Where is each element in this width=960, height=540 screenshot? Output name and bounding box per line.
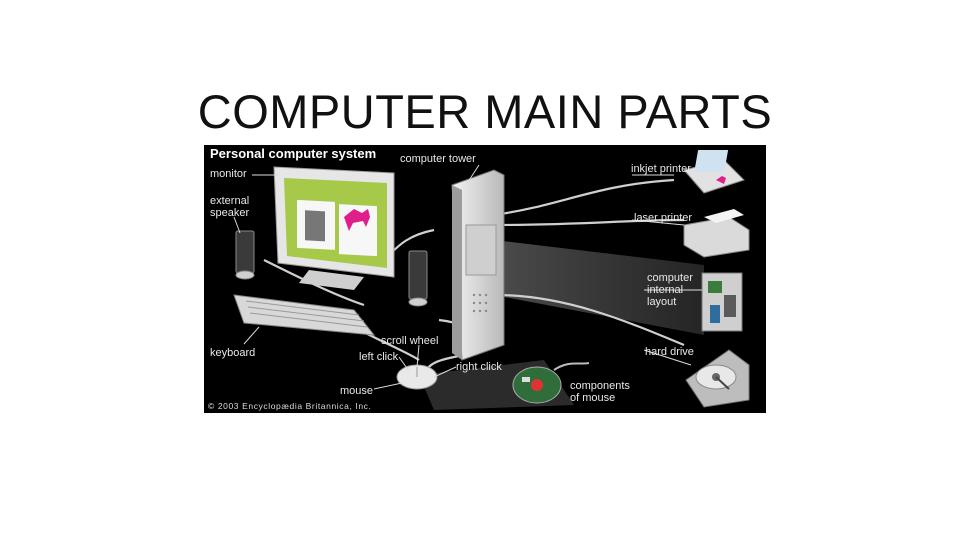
label-computer-internal-layout: computer internal layout bbox=[647, 272, 693, 308]
speakers-graphic bbox=[235, 230, 428, 307]
figure-heading: Personal computer system bbox=[210, 146, 377, 161]
inkjet-printer-graphic bbox=[683, 150, 745, 194]
label-hard-drive: hard drive bbox=[645, 346, 694, 358]
label-left-click: left click bbox=[359, 351, 399, 363]
beam-internal bbox=[494, 240, 704, 335]
label-laser-printer: laser printer bbox=[634, 212, 693, 224]
label-external-speaker: external speaker bbox=[210, 195, 250, 219]
mouse-graphic bbox=[396, 364, 438, 390]
slide-title: COMPUTER MAIN PARTS bbox=[197, 85, 773, 138]
copyright-notice: © 2003 Encyclopædia Britannica, Inc. bbox=[208, 401, 372, 411]
illustration-graphics bbox=[233, 150, 750, 410]
label-scroll-wheel: scroll wheel bbox=[381, 335, 439, 347]
label-computer-tower: computer tower bbox=[400, 153, 476, 165]
laser-printer-graphic bbox=[683, 209, 750, 258]
label-inkjet-printer: inkjet printer bbox=[631, 163, 691, 175]
hard-drive-graphic bbox=[685, 349, 750, 408]
label-keyboard: keyboard bbox=[210, 347, 256, 359]
monitor-graphic bbox=[273, 166, 395, 290]
label-mouse: mouse bbox=[340, 385, 374, 397]
tower-graphic bbox=[451, 169, 505, 361]
mouse-components-graphic bbox=[512, 362, 590, 404]
keyboard-graphic bbox=[233, 294, 376, 336]
computer-system-illustration: Personal computer system monitor externa… bbox=[204, 145, 766, 413]
leader-lines bbox=[233, 164, 702, 390]
label-components-of-mouse: components of mouse bbox=[570, 380, 630, 404]
label-monitor: monitor bbox=[210, 168, 247, 180]
internal-layout-graphic bbox=[701, 272, 743, 332]
label-right-click: right click bbox=[456, 361, 502, 373]
